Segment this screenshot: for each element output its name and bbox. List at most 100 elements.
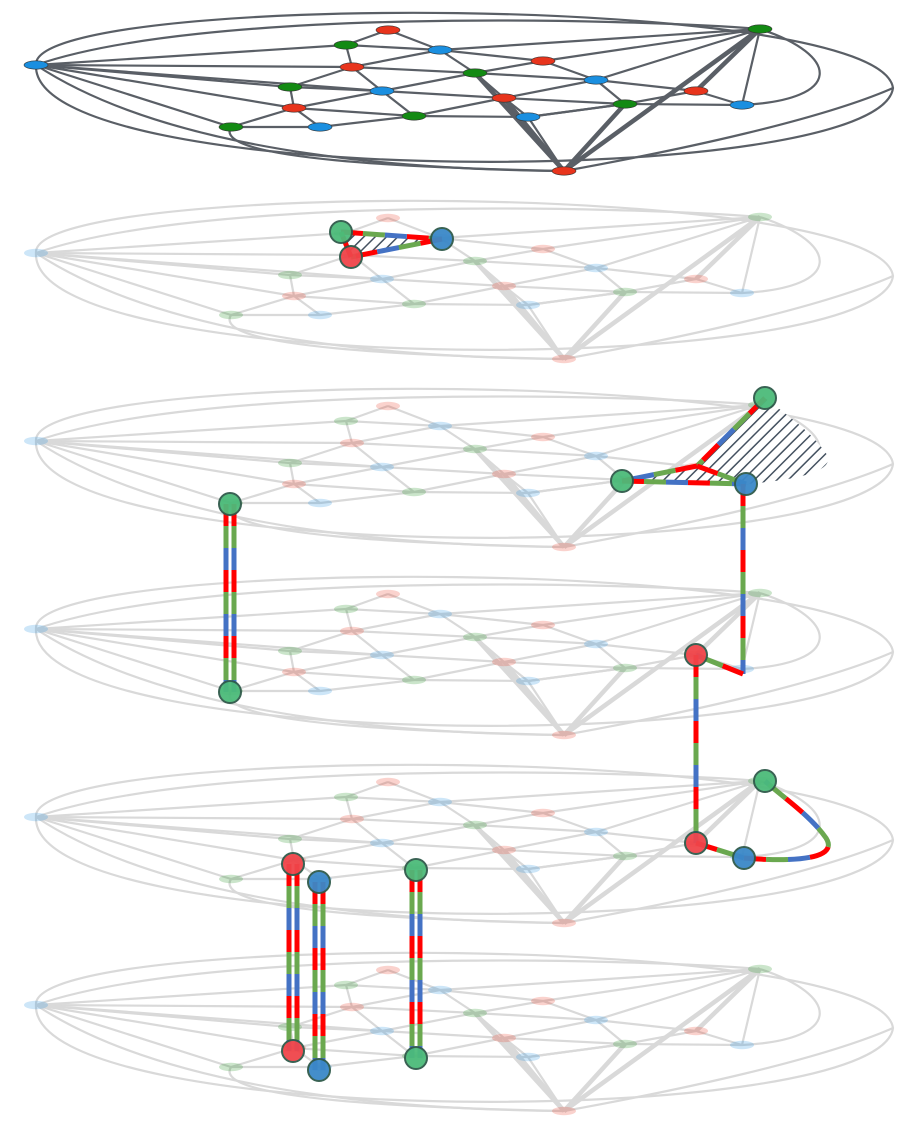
edge (624, 854, 743, 859)
edge (387, 28, 441, 52)
curved-edge (741, 215, 821, 295)
blue-marker (430, 227, 454, 251)
green-node (402, 675, 426, 685)
heavy-edge (562, 854, 627, 925)
blue-node (428, 797, 452, 807)
red-node (340, 1002, 364, 1012)
edge (439, 403, 761, 428)
red-node (376, 777, 400, 787)
edge (344, 420, 354, 444)
edge (413, 114, 529, 119)
edge (230, 294, 295, 317)
heavy-edge (694, 27, 762, 93)
green-marker (753, 386, 777, 410)
edge (35, 815, 232, 881)
edge (35, 63, 383, 93)
green-marker (404, 1046, 428, 1070)
edge (293, 1046, 415, 1058)
dashed-link (350, 236, 443, 260)
red-node (683, 86, 709, 96)
edge (474, 259, 597, 270)
dashed-link (696, 463, 747, 487)
edge (351, 800, 441, 821)
graph-layer-2 (24, 199, 895, 364)
blue-node (583, 75, 609, 85)
edge (527, 666, 626, 683)
edge (293, 465, 383, 486)
edge (319, 1054, 415, 1069)
red-node (551, 166, 577, 176)
curved-edge (228, 314, 565, 361)
blue-node (730, 1040, 754, 1050)
blue-node (308, 498, 332, 508)
edge (293, 670, 415, 682)
edge (289, 837, 383, 845)
edge (527, 102, 626, 119)
red-node (552, 542, 576, 552)
edge (351, 442, 383, 468)
green-marker (753, 769, 777, 793)
edge (289, 461, 383, 469)
edge (293, 89, 383, 110)
red-marker (281, 852, 305, 876)
blue-node (23, 60, 49, 70)
edge (345, 404, 389, 423)
green-node (747, 24, 773, 34)
red-node (492, 657, 516, 667)
blue-node (370, 1026, 394, 1036)
edge (624, 666, 743, 671)
dashed-link (350, 236, 443, 260)
blue-node (369, 86, 395, 96)
green-node (219, 310, 243, 320)
red-node (492, 469, 516, 479)
curved-edge (563, 838, 894, 925)
green-node (463, 256, 487, 266)
edge (351, 988, 441, 1009)
edge (293, 1029, 383, 1050)
edge (740, 968, 762, 1046)
dashed-link (695, 396, 767, 468)
dashed-link (695, 652, 744, 677)
edge (439, 424, 544, 439)
green-node (463, 1008, 487, 1018)
edge (35, 439, 295, 486)
edge (474, 447, 597, 458)
dashed-link (340, 229, 443, 242)
green-node (402, 487, 426, 497)
red-node (376, 213, 400, 223)
edge (595, 831, 626, 857)
edge (345, 968, 389, 987)
red-node (492, 281, 516, 291)
green-node (278, 646, 302, 656)
green-node (278, 834, 302, 844)
edge (381, 841, 505, 852)
green-node (333, 40, 359, 50)
heavy-edge (562, 290, 627, 361)
blue-node (584, 827, 608, 837)
green-marker (218, 492, 242, 516)
heavy-edge (562, 666, 627, 737)
blue-node (584, 1015, 608, 1025)
edge (293, 106, 415, 118)
blue-node (729, 100, 755, 110)
green-node (277, 82, 303, 92)
green-node (463, 632, 487, 642)
edge (503, 830, 597, 852)
dashed-link (621, 463, 698, 484)
edge (624, 1042, 743, 1047)
edge (35, 815, 295, 862)
edge (351, 48, 441, 69)
blue-node (516, 300, 540, 310)
edge (351, 65, 476, 75)
red-node (531, 432, 555, 442)
edge (289, 65, 353, 89)
edge (35, 251, 383, 281)
edge (595, 267, 626, 293)
green-node (613, 851, 637, 861)
edge (289, 649, 383, 657)
blue-node (308, 686, 332, 696)
edge (351, 629, 476, 639)
red-node (531, 996, 555, 1006)
edge (695, 1029, 743, 1047)
green-node (219, 874, 243, 884)
